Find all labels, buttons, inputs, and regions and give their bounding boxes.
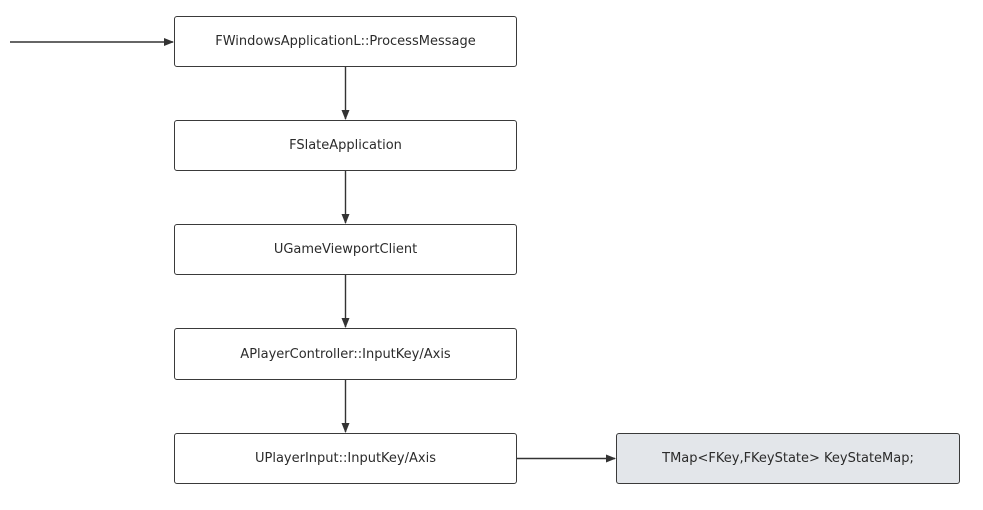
node-slate-application: FSlateApplication	[174, 120, 517, 171]
node-process-message: FWindowsApplicationL::ProcessMessage	[174, 16, 517, 67]
node-player-controller: APlayerController::InputKey/Axis	[174, 328, 517, 380]
node-key-state-map-label: TMap<FKey,FKeyState> KeyStateMap;	[662, 451, 914, 466]
node-game-viewport-client: UGameViewportClient	[174, 224, 517, 275]
node-game-viewport-client-label: UGameViewportClient	[273, 242, 418, 257]
node-process-message-label: FWindowsApplicationL::ProcessMessage	[215, 34, 476, 49]
node-slate-application-label: FSlateApplication	[289, 138, 402, 153]
node-player-controller-label: APlayerController::InputKey/Axis	[240, 346, 451, 362]
node-player-input: UPlayerInput::InputKey/Axis	[174, 433, 517, 484]
node-player-input-label: UPlayerInput::InputKey/Axis	[255, 451, 436, 466]
node-key-state-map: TMap<FKey,FKeyState> KeyStateMap;	[616, 433, 960, 484]
